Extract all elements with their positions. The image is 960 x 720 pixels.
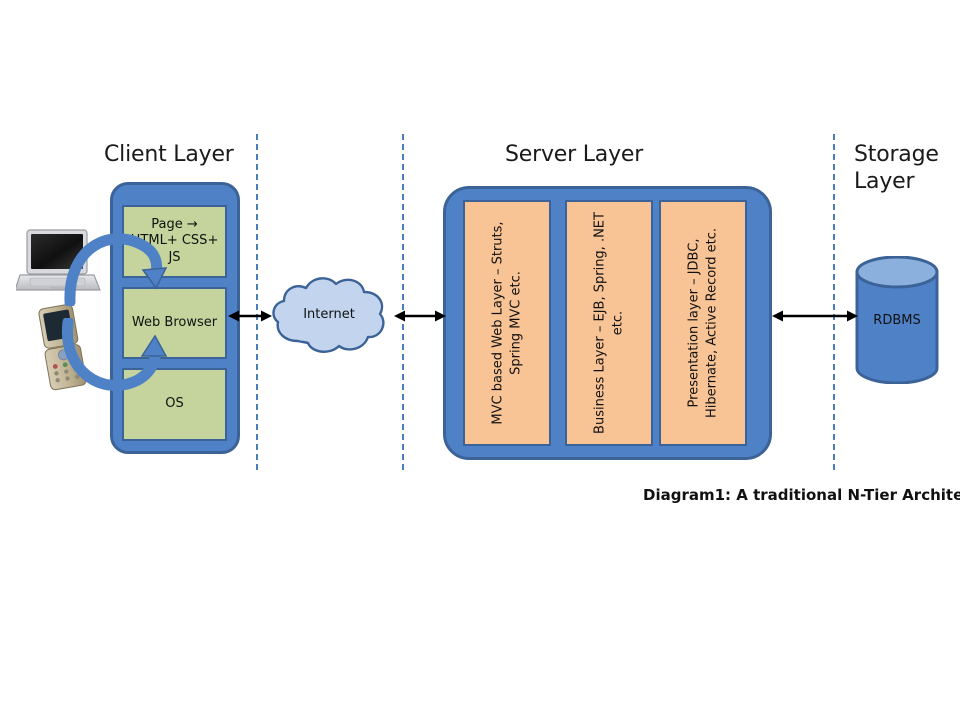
client-to-internet-arrow [228,310,272,322]
diagram-caption: Diagram1: A traditional N-Tier Architect… [643,486,960,504]
client-stack-item-os: OS [122,368,227,441]
divider-internet-server [402,134,404,470]
internet-label: Internet [303,307,355,322]
server-stack-item-mvc-web-layer: MVC based Web Layer – Struts, Spring MVC… [463,200,551,446]
cloud-icon [272,277,385,353]
server-stack-label: Business Layer – EJB, Spring, .NET etc. [592,212,625,434]
divider-client-internet [256,134,258,470]
server-layer-title: Server Layer [505,142,644,167]
server-stack-label: Presentation layer – JDBC, Hibernate, Ac… [686,227,719,419]
laptop-icon [16,229,101,291]
server-stack-label: MVC based Web Layer – Struts, Spring MVC… [490,221,523,425]
rdbms-label: RDBMS [873,313,921,328]
client-stack-item-web-browser: Web Browser [122,287,227,359]
client-stack-item-page: Page → HTML+ CSS+ JS [122,205,227,278]
server-to-database-arrow [772,310,858,322]
internet-to-server-arrow [394,310,446,322]
laptop-to-browser-loop-arrow [64,233,168,306]
phone-to-browser-loop-arrow [61,318,168,391]
storage-layer-title: Storage Layer [854,142,939,194]
server-stack-item-persistence-layer: Presentation layer – JDBC, Hibernate, Ac… [659,200,747,446]
client-layer-title: Client Layer [104,142,234,167]
divider-server-storage [833,134,835,470]
database-cylinder-icon [855,256,939,384]
server-stack-item-business-layer: Business Layer – EJB, Spring, .NET etc. [565,200,653,446]
